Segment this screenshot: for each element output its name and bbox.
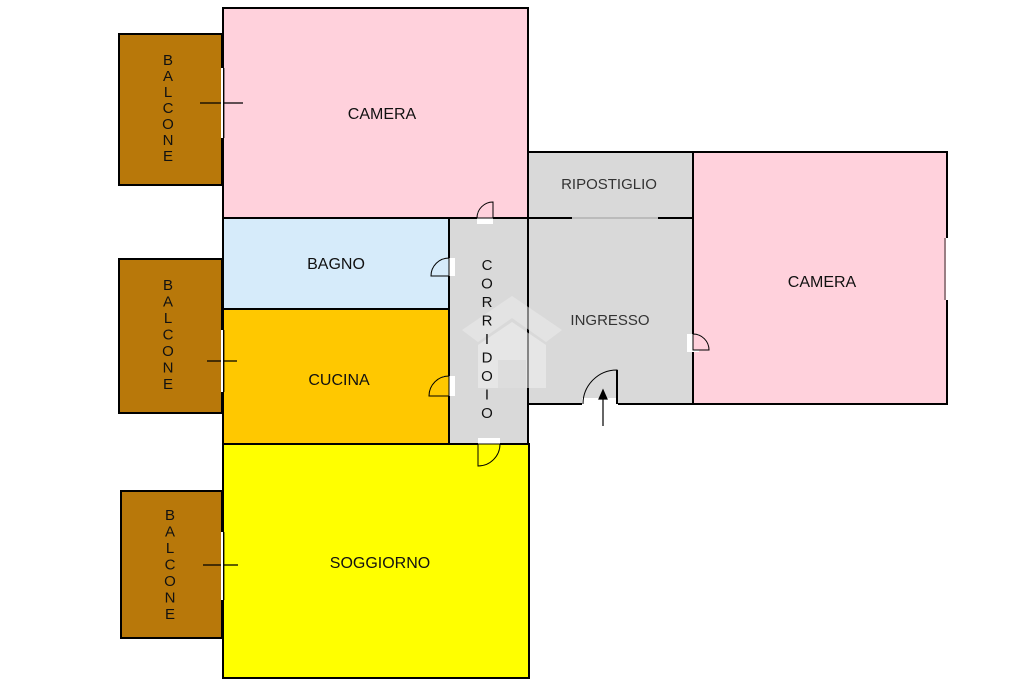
door-cucina — [428, 375, 455, 397]
door-soggiorno — [477, 438, 501, 467]
ingresso — [527, 217, 694, 405]
camera-1 — [222, 7, 529, 219]
camera-2 — [692, 151, 948, 405]
label-camera-1: CAMERA — [348, 106, 417, 123]
door-camera-1 — [476, 201, 494, 224]
house-logo-icon — [462, 296, 562, 388]
label-bagno: BAGNO — [307, 256, 365, 273]
balcone-1 — [118, 33, 223, 186]
balcone-2 — [118, 258, 223, 414]
cucina — [222, 308, 450, 445]
label-camera-2: CAMERA — [788, 274, 857, 291]
window-marks — [221, 68, 948, 600]
door-camera-2 — [687, 333, 710, 352]
arrow-up-icon — [598, 388, 608, 426]
label-ripostiglio: RIPOSTIGLIO — [561, 176, 657, 193]
label-soggiorno: SOGGIORNO — [330, 555, 430, 572]
label-ingresso: INGRESSO — [570, 312, 649, 329]
soggiorno — [222, 443, 530, 679]
window-frames — [223, 68, 946, 600]
entrance-door — [582, 369, 618, 410]
door-bagno — [430, 257, 455, 277]
label-cucina: CUCINA — [308, 372, 370, 389]
